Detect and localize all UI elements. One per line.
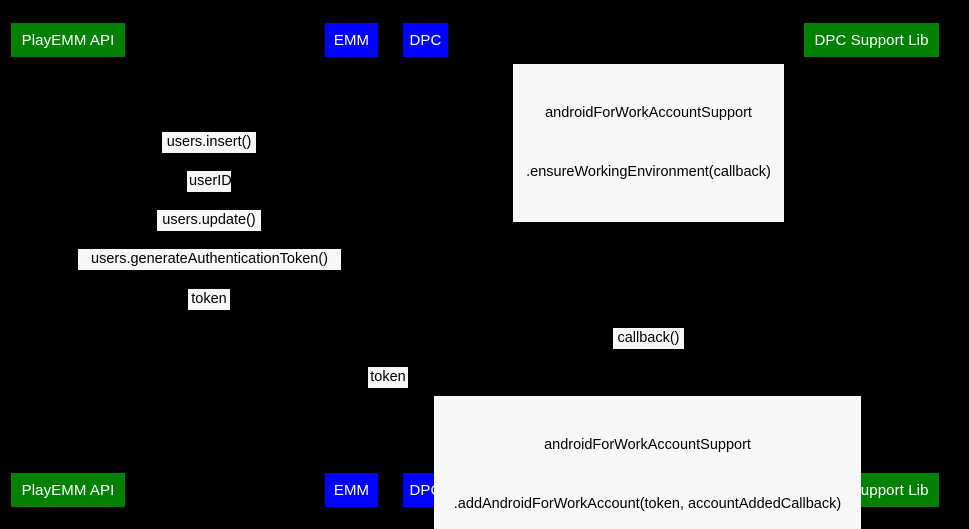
participant-emm-top[interactable]: EMM — [325, 23, 378, 57]
message-line-2: .addAndroidForWorkAccount(token, account… — [453, 495, 842, 512]
message-line-1: androidForWorkAccountSupport — [545, 105, 752, 121]
message-label-add-android-for-work-account: androidForWorkAccountSupport .addAndroid… — [434, 396, 861, 529]
message-label-token-to-dpc: token — [368, 367, 408, 388]
lifeline-playemm-api — [68, 57, 69, 473]
message-label-callback: callback() — [613, 328, 684, 349]
message-line-2: .ensureWorkingEnvironment(callback) — [526, 163, 771, 180]
message-label-token-to-emm: token — [188, 289, 230, 310]
participant-playemm-api-top[interactable]: PlayEMM API — [11, 23, 125, 57]
participant-dpc-top[interactable]: DPC — [403, 23, 448, 57]
message-label-users-update: users.update() — [157, 210, 261, 231]
lifeline-dpc — [425, 57, 426, 473]
message-label-user-id: userID — [187, 171, 232, 192]
participant-playemm-api-bottom[interactable]: PlayEMM API — [11, 473, 125, 507]
message-label-users-generate-authentication-token: users.generateAuthenticationToken() — [78, 249, 341, 270]
lifeline-dpc-support-lib — [871, 57, 872, 473]
participant-emm-bottom[interactable]: EMM — [325, 473, 378, 507]
lifeline-emm — [351, 57, 352, 473]
participant-dpc-support-lib-top[interactable]: DPC Support Lib — [804, 23, 939, 57]
message-line-1: androidForWorkAccountSupport — [544, 437, 751, 453]
message-label-ensure-working-environment: androidForWorkAccountSupport .ensureWork… — [513, 64, 784, 222]
message-label-users-insert: users.insert() — [162, 132, 256, 153]
